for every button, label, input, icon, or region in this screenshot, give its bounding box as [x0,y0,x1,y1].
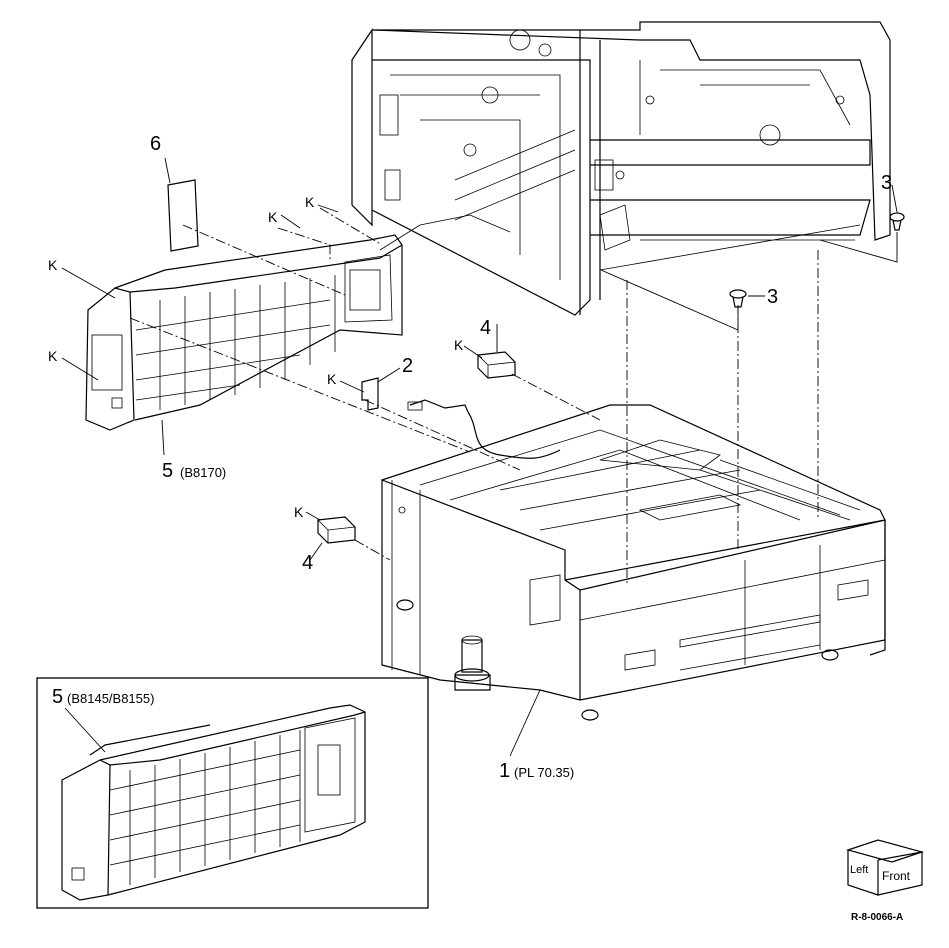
callout-3-center: 3 [767,286,778,308]
callout-6: 6 [150,133,161,155]
assembly-lines [129,207,898,585]
callout-2: 2 [402,355,413,377]
k-marker-cover-inner: K [305,194,315,210]
k-marker-bracket: K [327,371,337,387]
connector-4-lower [317,516,356,544]
feeder-1 [381,404,886,721]
callout-4-upper: 4 [480,317,491,339]
callout-4-lower: 4 [302,552,313,574]
screw-3-right [889,212,905,231]
leader-lines [61,157,898,757]
screw-3-center [729,289,747,308]
k-marker-connector-upper: K [454,337,464,353]
inset-callout-5: 5 [52,686,63,708]
callout-1: 1 [499,760,510,782]
label-6 [167,179,199,252]
callout-labels: 6 3 3 4 2 4 5 (B8170) 1 (PL 70.35) K K K… [48,133,892,782]
k-marker-connector-lower: K [294,504,304,520]
inset-callout-5-ref: (B8145/B8155) [67,691,154,706]
callout-3-right: 3 [881,172,892,194]
k-marker-label: K [268,209,278,225]
connector-4-upper [477,351,516,379]
callout-1-ref: (PL 70.35) [514,765,574,780]
cube-front-label: Front [882,869,911,883]
harness [407,399,561,459]
figure-id: R-8-0066-A [851,912,903,923]
printer-frame [351,21,891,316]
callout-5: 5 [162,460,173,482]
cube-left-label: Left [850,864,868,876]
cover-5-b8170 [85,234,403,431]
k-marker-cover-bottom: K [48,348,58,364]
inset-cover-5-b8145-b8155: 5 (B8145/B8155) [36,677,429,909]
orientation-cube: Left Front [845,839,925,896]
callout-5-ref: (B8170) [180,465,226,480]
bracket-2 [361,377,379,411]
k-marker-cover-top: K [48,257,58,273]
